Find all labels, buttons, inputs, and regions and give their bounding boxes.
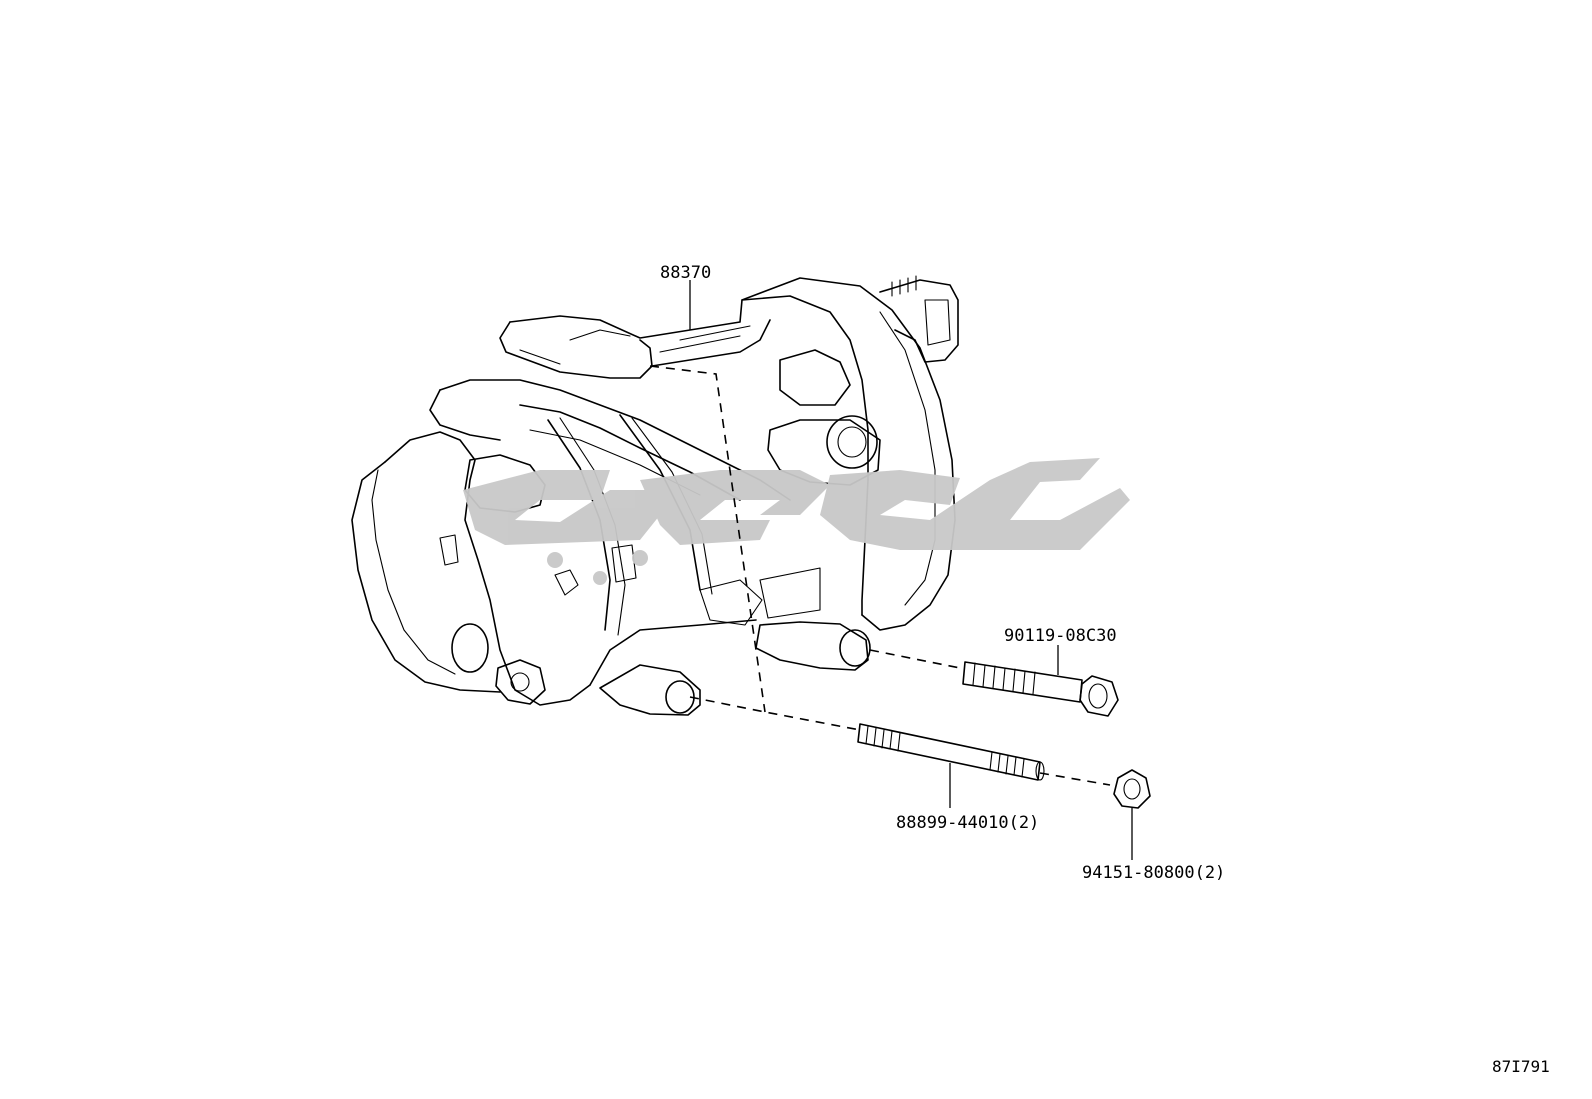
watermark-logo xyxy=(463,458,1130,585)
label-bolt-upper[interactable]: 90119-08C30 xyxy=(1004,626,1117,646)
nut-94151-drawing[interactable] xyxy=(1113,769,1151,809)
alignment-lines xyxy=(649,365,1111,786)
label-compressor[interactable]: 88370 xyxy=(660,263,711,283)
leader-lines xyxy=(689,280,1133,860)
stud-88899-drawing[interactable] xyxy=(857,723,1045,781)
bolt-90119-drawing[interactable] xyxy=(962,661,1119,717)
label-nut[interactable]: 94151-80800(2) xyxy=(1082,863,1225,883)
figure-id: 87I791 xyxy=(1492,1057,1550,1076)
label-stud-bolt[interactable]: 88899-44010(2) xyxy=(896,813,1039,833)
